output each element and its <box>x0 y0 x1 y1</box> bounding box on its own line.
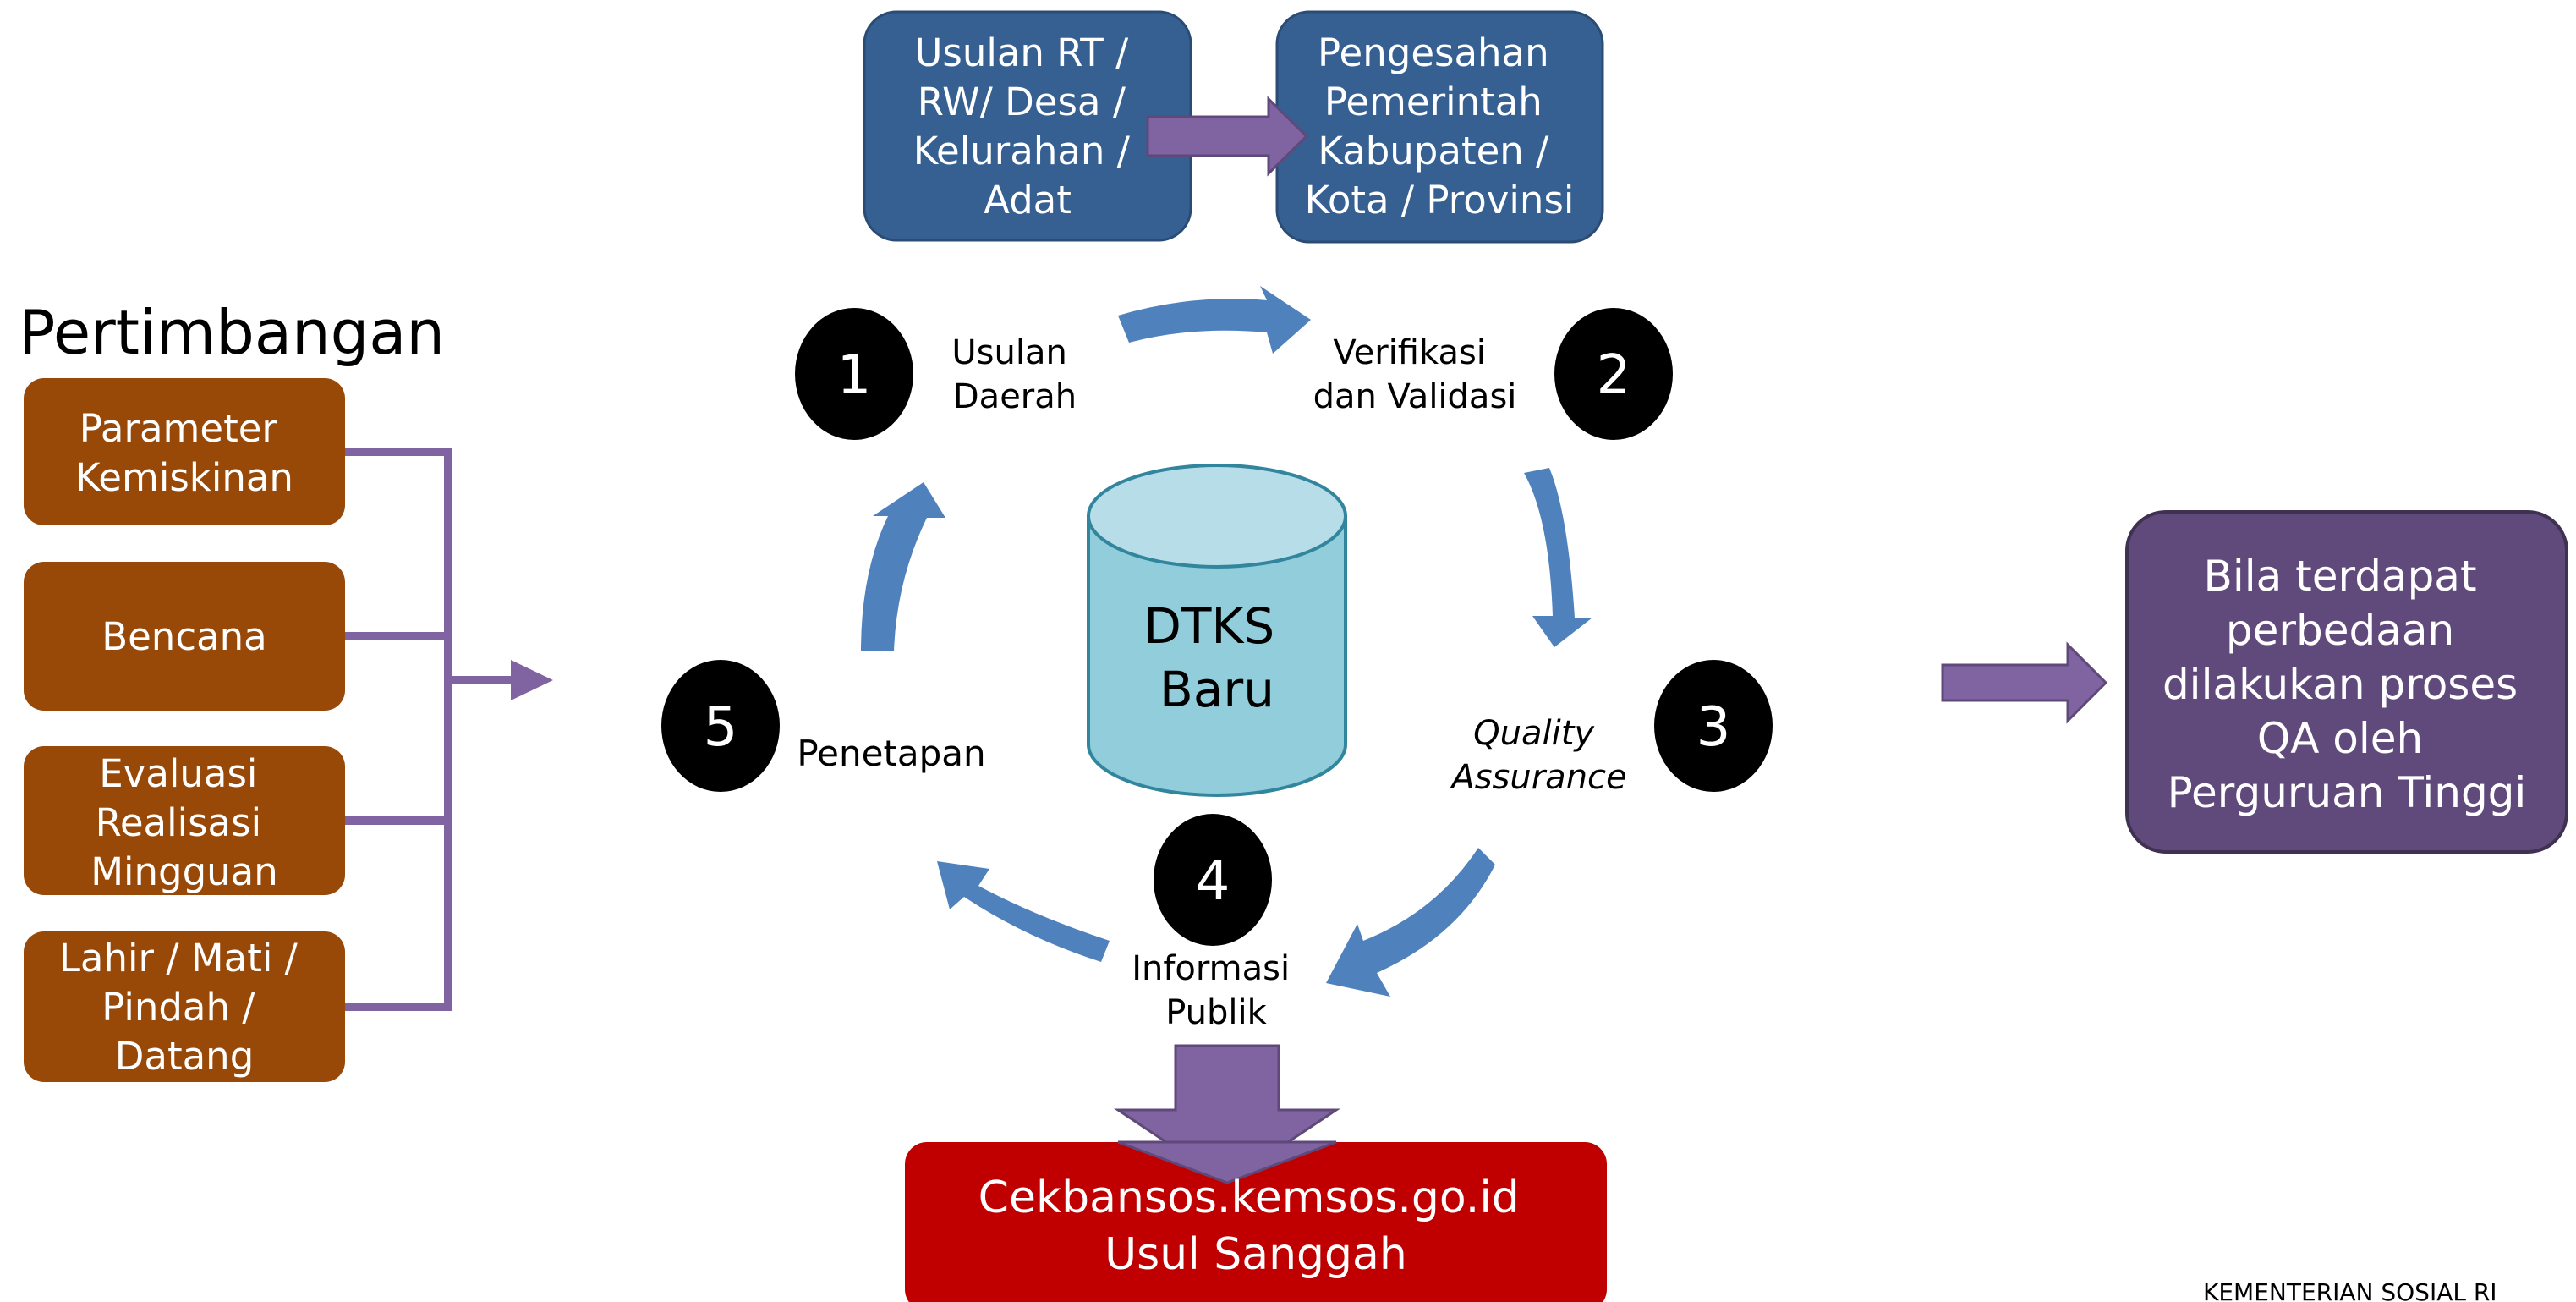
svg-text:Pengesahan Pemerintah: Pengesahan Pemerintah Kabupaten / Kota /… <box>1305 30 1575 222</box>
cycle-arrows <box>861 286 1592 997</box>
svg-text:Lahir / Mati / Pindah /: Lahir / Mati / Pindah / Datang <box>59 936 310 1079</box>
svg-text:DTKS Baru: DTKS Baru <box>1143 597 1290 718</box>
step-label-5: Penetapan <box>797 733 985 774</box>
step-circle-5: 5 <box>661 660 780 792</box>
pertimbangan-arrowhead <box>511 660 553 700</box>
svg-text:Cekbansos.kemsos.go.id U: Cekbansos.kemsos.go.id Usul Sanggah <box>978 1173 1534 1280</box>
step-label-4: Informasi Publik <box>1132 949 1301 1032</box>
factor-box-bencana: Bencana <box>24 562 345 711</box>
svg-text:4: 4 <box>1196 850 1230 913</box>
svg-text:Bila terdapat perbedaan: Bila terdapat perbedaan dilakukan proses… <box>2162 552 2531 817</box>
pertimbangan-title: Pertimbangan <box>19 297 445 368</box>
step-circle-4: 4 <box>1154 814 1272 946</box>
usulan-rt-rw-box: Usulan RT / RW/ Desa / Kelurahan / Adat <box>863 10 1192 242</box>
dtks-baru-cylinder: DTKS Baru <box>1087 464 1347 797</box>
pengesahan-pemerintah-box: Pengesahan Pemerintah Kabupaten / Kota /… <box>1275 10 1604 244</box>
svg-text:1: 1 <box>837 344 872 407</box>
svg-text:2: 2 <box>1597 344 1631 407</box>
svg-text:5: 5 <box>704 696 738 759</box>
step-label-3: Quality Assurance <box>1449 714 1626 797</box>
step-label-2: Verifikasi dan Validasi <box>1313 333 1517 416</box>
pertimbangan-connector <box>345 448 516 1011</box>
cycle-arrow-2-to-3 <box>1524 468 1592 647</box>
svg-text:Bencana: Bencana <box>101 614 267 659</box>
svg-text:Parameter Kemiskinan: Parameter Kemiskinan <box>75 406 293 500</box>
cycle-arrow-3-to-4 <box>1326 848 1495 997</box>
step-label-1: Usulan Daerah <box>951 333 1077 416</box>
step-circle-3: 3 <box>1654 660 1773 792</box>
step-circle-1: 1 <box>795 308 913 440</box>
cycle-arrow-1-to-2 <box>1118 286 1311 354</box>
cycle-arrow-5-to-1 <box>861 482 945 651</box>
qa-arrow <box>1941 641 2108 724</box>
factor-box-lahir-mati-pindah-datang: Lahir / Mati / Pindah / Datang <box>24 931 345 1082</box>
factor-box-evaluasi-realisasi-mingguan: Evaluasi Realisasi Mingguan <box>24 746 345 895</box>
svg-text:Evaluasi Realisasi: Evaluasi Realisasi Mingguan <box>90 751 278 894</box>
svg-text:Usulan RT / RW/ Desa /: Usulan RT / RW/ Desa / Kelurahan / Adat <box>913 30 1142 222</box>
qa-perguruan-tinggi-box: Bila terdapat perbedaan dilakukan proses… <box>2125 510 2568 854</box>
factor-box-parameter-kemiskinan: Parameter Kemiskinan <box>24 378 345 525</box>
cekbansos-box: Cekbansos.kemsos.go.id Usul Sanggah <box>905 1140 1607 1302</box>
svg-text:3: 3 <box>1696 696 1731 759</box>
top-right-arrow <box>1146 96 1309 177</box>
cycle-arrow-4-to-5 <box>937 861 1110 962</box>
footer-kementerian-sosial: KEMENTERIAN SOSIAL RI <box>2203 1278 2497 1302</box>
step-circle-2: 2 <box>1554 308 1673 440</box>
